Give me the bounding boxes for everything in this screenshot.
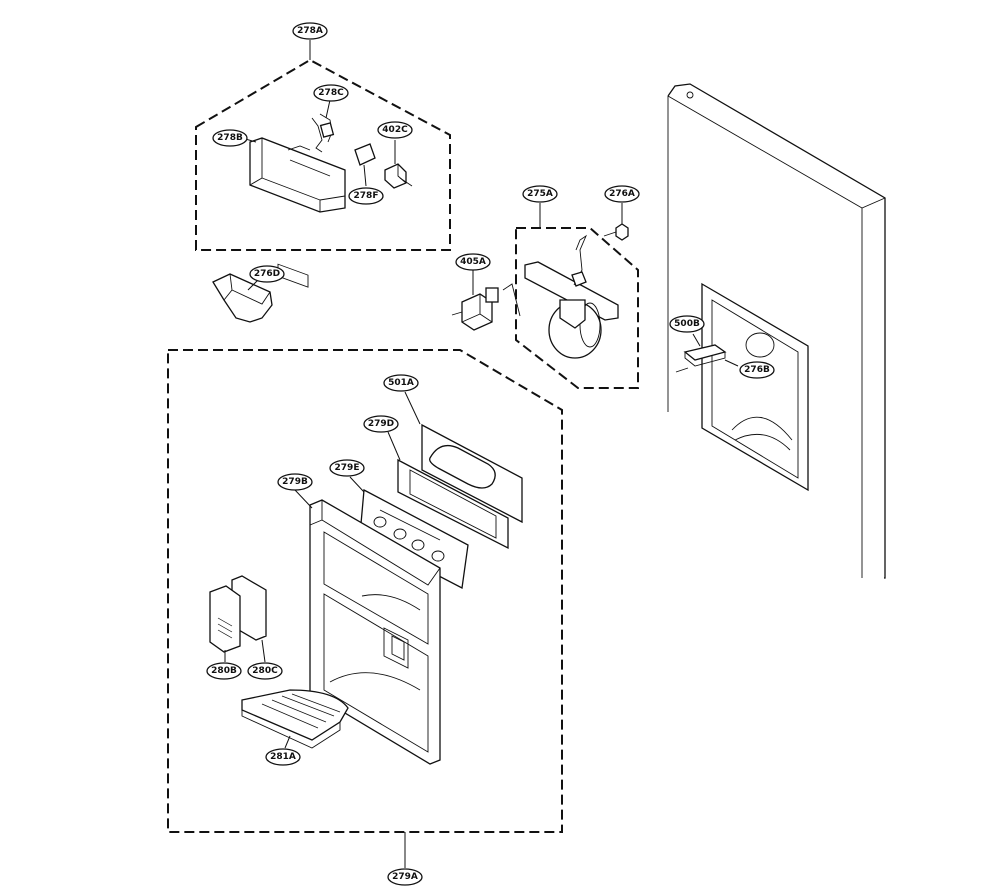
assembly-group-279a — [167, 349, 563, 868]
callout-276b-label: 276B — [744, 365, 770, 375]
drip-tray-part — [241, 689, 349, 749]
callout-279d: 279D — [363, 415, 399, 433]
callout-501a-label: 501A — [388, 378, 414, 388]
grille-panel-part — [404, 391, 523, 524]
callout-500b: 500B — [669, 315, 705, 333]
callout-402c: 402C — [377, 121, 413, 139]
callout-278a-label: 278A — [297, 26, 323, 36]
assembly-group-275a — [515, 203, 639, 389]
nut-part — [603, 203, 629, 241]
callout-279a: 279A — [387, 868, 423, 886]
callout-278c: 278C — [313, 84, 349, 102]
callout-278b: 278B — [212, 129, 248, 147]
actuator-assembly-part — [502, 234, 619, 359]
cover-bracket-part — [212, 273, 273, 323]
callout-279a-label: 279A — [392, 872, 418, 882]
callout-278f: 278F — [348, 187, 384, 205]
switch-wire-part — [311, 99, 335, 153]
gasket-279e-part — [349, 476, 469, 590]
callout-280b: 280B — [206, 662, 242, 680]
callout-402c-label: 402C — [382, 125, 408, 135]
assembly-group-278a — [195, 40, 451, 251]
control-housing-part — [241, 137, 346, 288]
callout-276d: 276D — [249, 265, 285, 283]
door-panel-part — [667, 83, 886, 579]
callout-278b-label: 278B — [217, 133, 243, 143]
callout-275a-label: 275A — [527, 189, 553, 199]
callout-281a-label: 281A — [270, 752, 296, 762]
callout-501a: 501A — [383, 374, 419, 392]
pcb-board-part — [384, 140, 413, 189]
dispenser-frame-part — [294, 489, 441, 765]
callout-275a: 275A — [522, 185, 558, 203]
callout-276b: 276B — [739, 361, 775, 379]
callout-281a: 281A — [265, 748, 301, 766]
callout-276a-label: 276A — [609, 189, 635, 199]
callout-500b-label: 500B — [674, 319, 700, 329]
callout-280c-label: 280C — [252, 666, 278, 676]
solenoid-part — [451, 270, 499, 331]
callout-276d-label: 276D — [254, 269, 280, 279]
callout-279d-label: 279D — [368, 419, 394, 429]
callout-278a: 278A — [292, 22, 328, 40]
callout-405a-label: 405A — [460, 257, 486, 267]
callout-276a: 276A — [604, 185, 640, 203]
callout-280b-label: 280B — [211, 666, 237, 676]
callout-405a: 405A — [455, 253, 491, 271]
callout-280c: 280C — [247, 662, 283, 680]
label-film-part — [354, 143, 376, 187]
light-cover-part — [209, 575, 267, 663]
frame-279d-part — [387, 431, 509, 550]
callout-278c-label: 278C — [318, 88, 344, 98]
callout-279b-label: 279B — [282, 477, 308, 487]
callout-279e-label: 279E — [335, 463, 360, 473]
callout-278f-label: 278F — [354, 191, 379, 201]
callout-279b: 279B — [277, 473, 313, 491]
callout-279e: 279E — [329, 459, 365, 477]
